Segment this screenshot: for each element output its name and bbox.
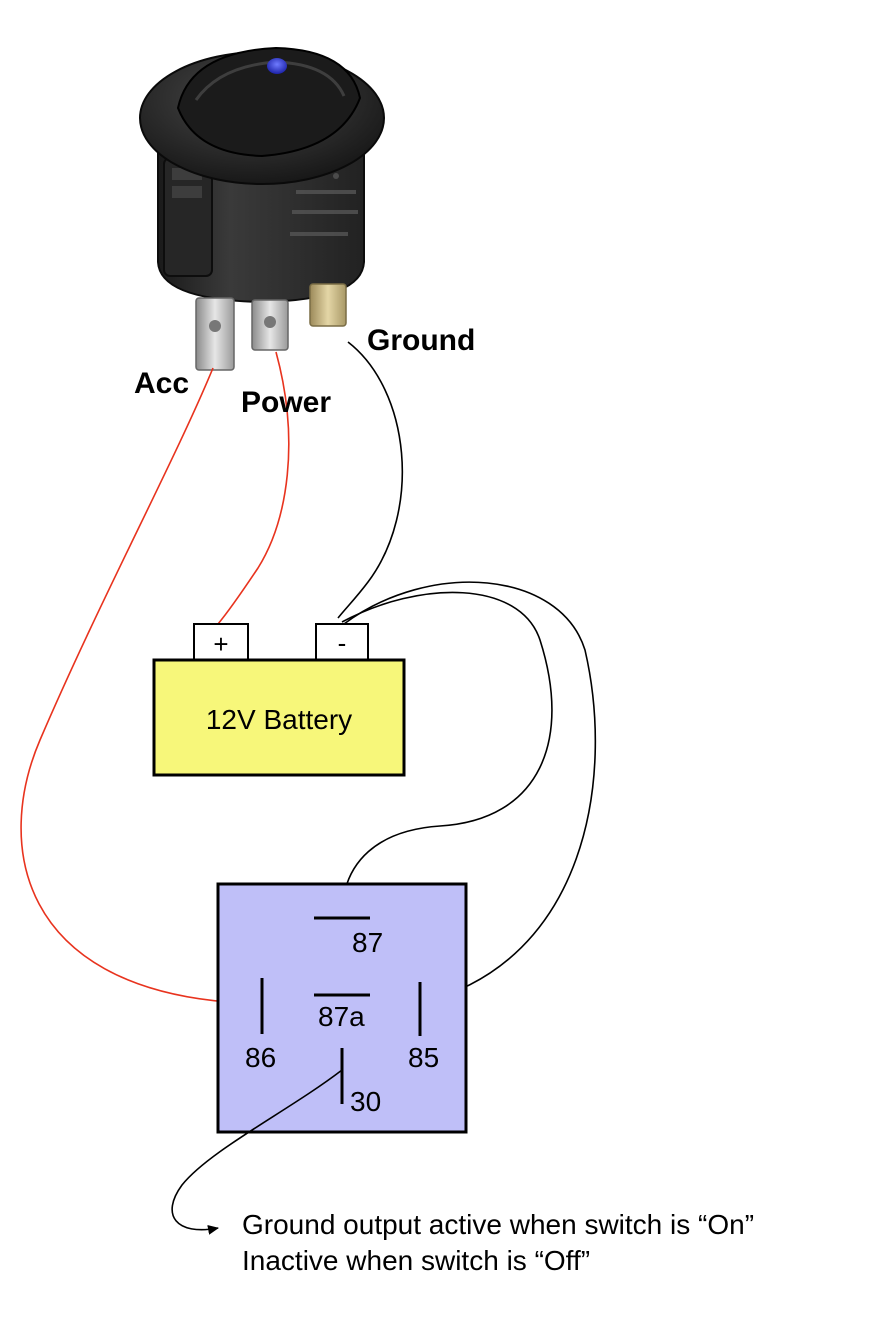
relay-pin-87-label: 87 [352,927,383,958]
relay-pin-85-label: 85 [408,1042,439,1073]
output-wire-arrow [171,1069,343,1235]
note-line-1: Ground output active when switch is “On” [242,1209,754,1240]
molded-markings [290,173,358,236]
relay: 87 87a 86 85 30 [216,882,468,1134]
battery-label: 12V Battery [206,704,352,735]
led-indicator [267,58,287,74]
battery-negative-label: - [338,628,347,658]
relay-87-wire [341,591,553,917]
relay-pin-87a-label: 87a [318,1001,365,1032]
relay-85-wire [343,581,597,1003]
ground-wire [337,341,404,619]
relay-pin-30-label: 30 [350,1086,381,1117]
relay-pin-86-label: 86 [245,1042,276,1073]
battery-positive-terminal [193,623,249,661]
battery-positive-label: + [213,629,228,659]
terminal-tab-ground [309,283,347,327]
note-line-2: Inactive when switch is “Off” [242,1245,590,1276]
power-wire [217,351,290,625]
battery-negative-terminal [315,623,369,661]
power-label: Power [241,386,331,419]
terminal-tab-acc [195,297,235,371]
ground-label: Ground [367,324,475,357]
battery-body [152,658,406,777]
battery: + - 12V Battery [152,623,406,777]
acc-label: Acc [134,367,189,400]
acc-wire [20,367,229,1003]
terminal-tab-power [251,299,289,351]
rocker-switch-illustration [139,46,385,371]
